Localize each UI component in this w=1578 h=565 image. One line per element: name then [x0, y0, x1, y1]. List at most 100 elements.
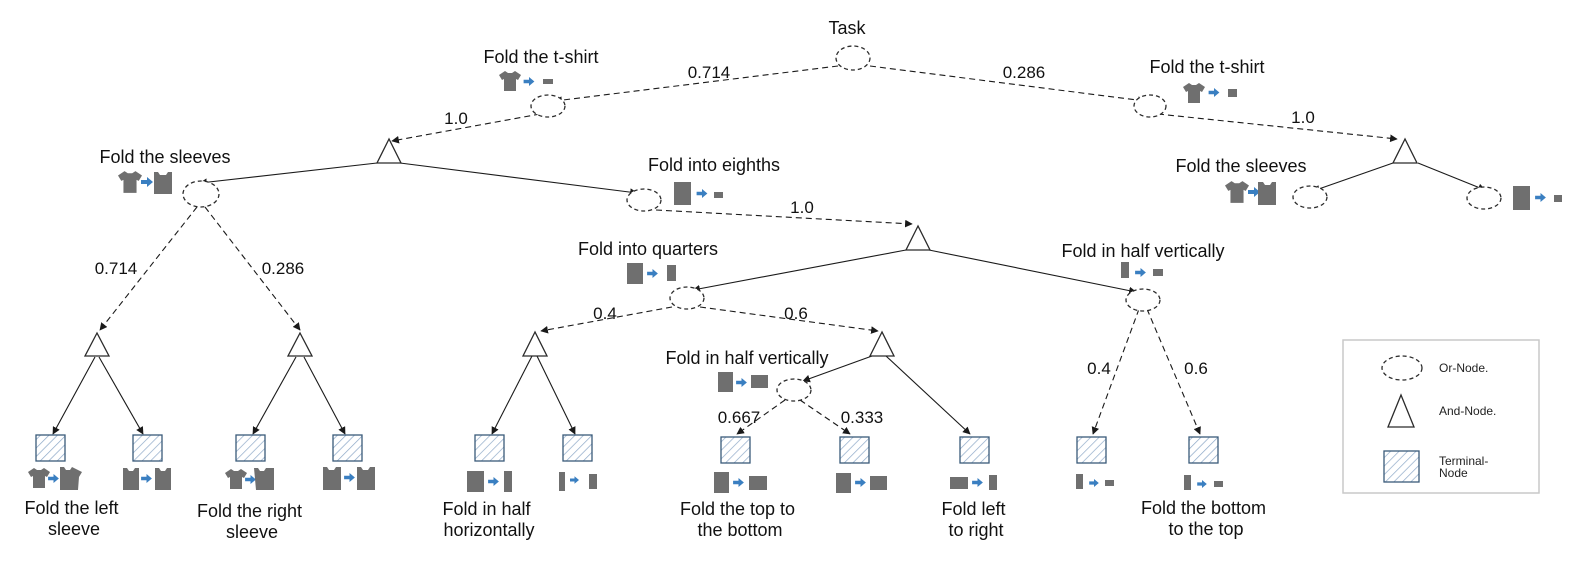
- fold-pictogram-n4: [118, 171, 172, 194]
- terminal-label-4: Fold the top to the bottom: [680, 499, 800, 540]
- fold-pictogram-n9: [718, 372, 768, 392]
- legend-terminal-node-icon: [1383, 450, 1420, 483]
- or-node-root: [835, 45, 871, 71]
- terminal-label-1: Fold the left sleeve: [24, 498, 123, 539]
- node-label-n9: Fold in half vertically: [665, 348, 828, 368]
- fold-pictogram-n5: [674, 182, 723, 205]
- terminal-node-1a: [35, 434, 66, 462]
- terminal-node-3a: [474, 434, 505, 462]
- and-node-6: [521, 330, 549, 357]
- fold-pictogram-t5: [950, 475, 997, 490]
- edge-n2-and2: [1157, 113, 1398, 143]
- fold-pictogram-n6: [1225, 181, 1276, 205]
- edge-and2-sl-r: [1417, 162, 1486, 191]
- edge-and3-t1a: [52, 356, 96, 435]
- fold-pictogram-t2b: [323, 467, 375, 490]
- edge-and6-t3b: [536, 355, 576, 435]
- prob-half-left: 0.4: [1087, 359, 1111, 378]
- edge-n4-and4: [204, 206, 301, 331]
- prob-eighths: 1.0: [790, 198, 814, 217]
- and-nodes: [83, 137, 1419, 357]
- or-node-n8: [1125, 288, 1161, 312]
- edge-and1-n5: [399, 162, 638, 196]
- fold-pictogram-n6-child: [1513, 186, 1562, 210]
- edge-n9-t4b: [799, 399, 851, 435]
- terminal-label-2: Fold the right sleeve: [197, 501, 307, 542]
- edge-and5-n7: [692, 249, 907, 293]
- terminal-label-5: Fold left to right: [941, 499, 1010, 540]
- or-node-n2: [1133, 94, 1167, 118]
- node-label-n5: Fold into eighths: [648, 155, 780, 175]
- prob-half-right: 0.6: [1184, 359, 1208, 378]
- prob-root-left: 0.714: [688, 63, 731, 82]
- terminal-label-3: Fold in half horizontally: [442, 499, 535, 540]
- legend-and-node-label: And-Node.: [1439, 404, 1496, 418]
- prob-root-right: 0.286: [1003, 63, 1046, 82]
- tree-edges: [52, 65, 1486, 435]
- terminal-node-1b: [132, 434, 163, 462]
- fold-pictogram-t2a: [225, 468, 274, 490]
- node-label-n8: Fold in half vertically: [1061, 241, 1224, 261]
- edge-and1-n4: [199, 162, 378, 187]
- legend: Or-Node. And-Node. Terminal- Node: [1342, 339, 1540, 494]
- legend-terminal-node-label: Terminal- Node: [1439, 454, 1492, 480]
- edge-and4-t2a: [252, 356, 297, 435]
- legend-box: [1342, 339, 1540, 494]
- and-node-7: [868, 330, 896, 357]
- prob-n2: 1.0: [1291, 108, 1315, 127]
- edge-root-n2: [869, 65, 1146, 104]
- and-node-5: [904, 224, 932, 251]
- edge-n8-t6a: [1091, 308, 1140, 435]
- fold-pictogram-t6a: [1076, 474, 1114, 489]
- node-label-n6: Fold the sleeves: [1175, 156, 1306, 176]
- legend-or-node-icon: [1381, 355, 1423, 381]
- edge-n1-and1: [391, 113, 541, 144]
- fold-pictogram-n1: [499, 71, 553, 91]
- edge-and3-t1b: [98, 356, 144, 435]
- root-label: Task: [828, 18, 866, 38]
- terminal-label-6: Fold the bottom to the top: [1141, 498, 1271, 539]
- terminal-node-4a: [720, 436, 751, 464]
- and-node-4: [286, 331, 314, 357]
- or-node-n4: [182, 180, 220, 208]
- fold-pictogram-n7: [627, 263, 676, 284]
- fold-pictogram-t6b: [1184, 475, 1223, 490]
- fold-pictogram-t1a: [28, 467, 82, 490]
- fold-pictogram-n2: [1183, 83, 1237, 103]
- edge-and7-t5: [885, 355, 971, 435]
- or-node-sl-l: [1292, 185, 1328, 209]
- legend-and-node-icon: [1387, 393, 1415, 428]
- fold-pictogram-t4a: [714, 472, 767, 493]
- or-node-sl-r: [1466, 186, 1502, 210]
- fold-pictogram-t3b: [559, 472, 597, 491]
- fold-pictogram-n8: [1121, 262, 1163, 278]
- edge-and6-t3a: [491, 355, 533, 435]
- or-nodes: [182, 45, 1502, 402]
- prob-vert-left: 0.667: [718, 408, 761, 427]
- legend-or-node-label: Or-Node.: [1439, 361, 1488, 375]
- edge-probabilities: 0.714 0.286 1.0 1.0 0.714 0.286 1.0 0.4 …: [95, 63, 1315, 427]
- edge-n5-and5: [655, 209, 913, 228]
- prob-sleeves-left: 0.714: [95, 259, 138, 278]
- prob-quarters-left: 0.4: [593, 304, 617, 323]
- fold-pictogram-t1b: [123, 468, 171, 490]
- prob-sleeves-right: 0.286: [262, 259, 305, 278]
- terminal-node-5: [959, 436, 990, 464]
- and-node-1: [375, 137, 403, 164]
- terminal-labels: Fold the left sleeve Fold the right slee…: [24, 498, 1271, 542]
- or-node-n1: [530, 94, 566, 118]
- edge-and4-t2b: [303, 356, 346, 435]
- and-node-2: [1391, 137, 1419, 164]
- terminal-node-3b: [562, 434, 593, 462]
- fold-pictogram-t4b: [836, 473, 887, 493]
- edge-n7-and6: [540, 306, 673, 334]
- edge-and7-n9: [802, 355, 873, 383]
- node-label-n7: Fold into quarters: [578, 239, 718, 259]
- edge-root-n1: [554, 65, 839, 104]
- node-label-n2: Fold the t-shirt: [1149, 57, 1264, 77]
- fold-pictogram-t3a: [467, 471, 512, 492]
- and-node-3: [83, 331, 111, 357]
- prob-quarters-right: 0.6: [784, 304, 808, 323]
- node-label-n4: Fold the sleeves: [99, 147, 230, 167]
